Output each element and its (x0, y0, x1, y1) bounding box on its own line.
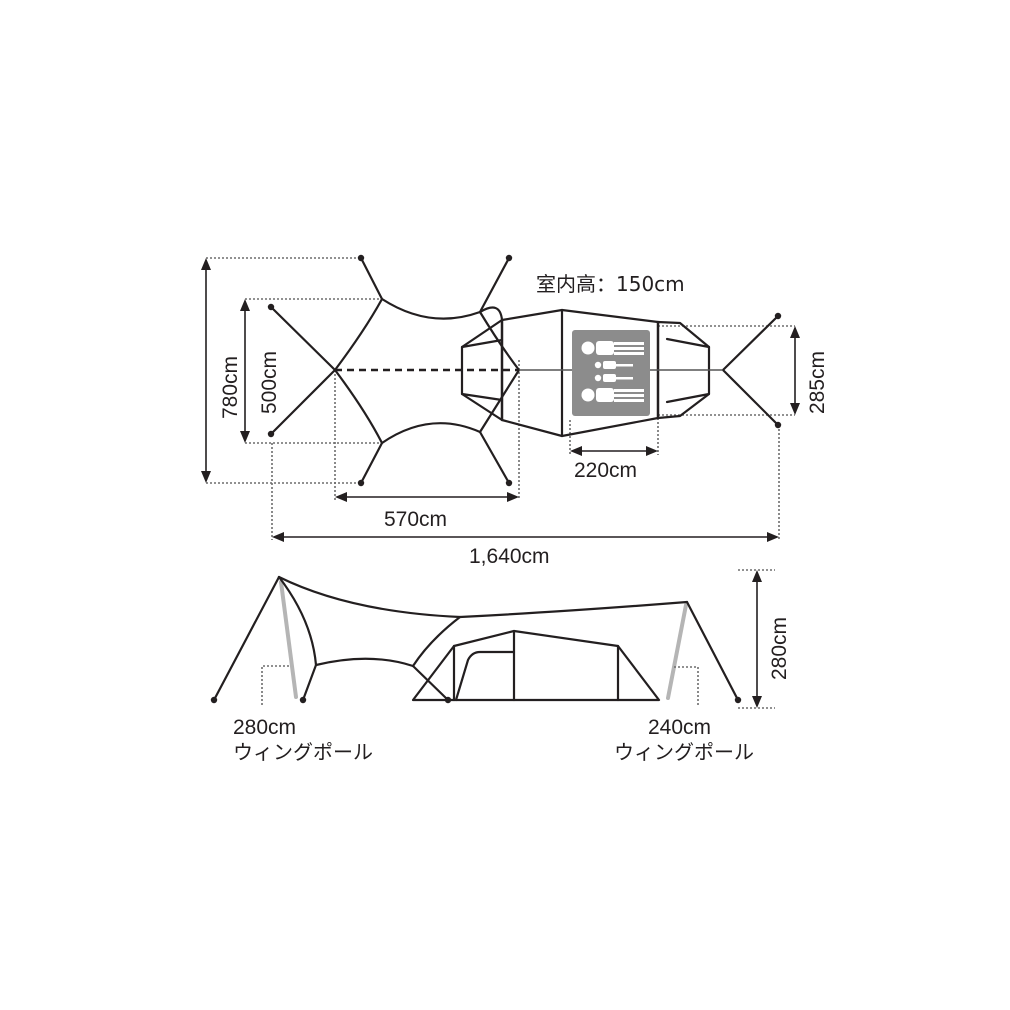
peg-icon (734, 696, 742, 704)
peg-icon (267, 430, 275, 438)
right-pole-length-label: 240cm (648, 716, 711, 739)
tarp-total-width-label: 780cm (219, 356, 242, 419)
dim-285: 285cm (790, 326, 829, 415)
left-pole-name-label: ウィングポール (233, 740, 373, 764)
peg-icon (210, 696, 218, 704)
peg-icon (444, 696, 452, 704)
peg-icon (505, 479, 513, 487)
dim-570: 570cm (335, 492, 519, 531)
dim-220: 220cm (570, 446, 658, 482)
tarp-inner-width-label: 500cm (258, 351, 281, 414)
sleeping-people-icon (572, 330, 650, 416)
peg-icon (357, 254, 365, 262)
side-height-label: 280cm (768, 617, 791, 680)
right-pole-name-label: ウィングポール (614, 740, 754, 764)
inner-room-length-label: 220cm (574, 459, 637, 482)
total-length-label: 1,640cm (469, 545, 550, 568)
interior-height-label: 室内高：150cm (536, 272, 685, 296)
tarp-length-label: 570cm (384, 508, 447, 531)
peg-icon (357, 479, 365, 487)
plan-view: 780cm 500cm 285cm 570cm 220cm (201, 254, 829, 568)
left-wing-pole (279, 580, 298, 699)
dim-780: 780cm (201, 258, 242, 483)
dim-500: 500cm (240, 299, 281, 443)
peg-icon (505, 254, 513, 262)
dim-side-height: 280cm (738, 569, 791, 709)
tent-side (411, 629, 661, 702)
right-wing-pole (666, 603, 688, 700)
peg-icon (299, 696, 307, 704)
peg-icon (267, 303, 275, 311)
tent-width-label: 285cm (806, 351, 829, 414)
left-pole-length-label: 280cm (233, 716, 296, 739)
dim-1640: 1,640cm (272, 532, 779, 568)
side-view: 280cm 280cm ウィングポール 240cm ウィングポール (210, 569, 791, 764)
